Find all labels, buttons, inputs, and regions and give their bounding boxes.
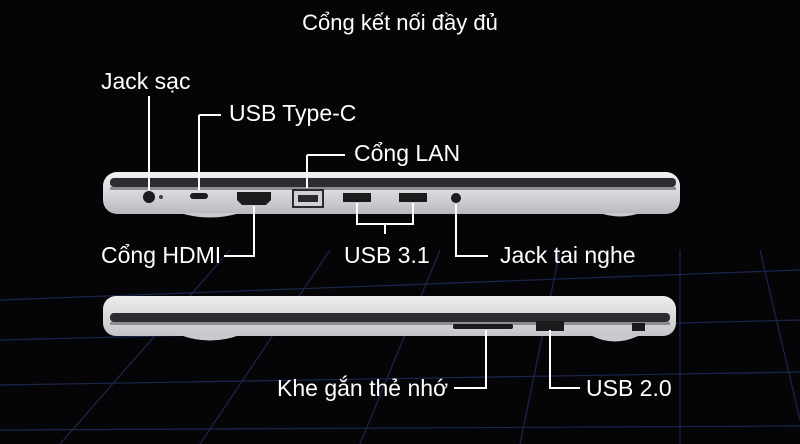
headphone-jack-port — [451, 193, 461, 203]
usb-3-1-port-b — [399, 193, 427, 202]
usb-c-port — [190, 193, 208, 199]
page-title: Cổng kết nối đầy đủ — [302, 10, 498, 35]
label-usb-2-0: USB 2.0 — [586, 375, 672, 401]
usb-3-1-port-a — [343, 193, 371, 202]
label-usb-type-c: USB Type-C — [229, 100, 357, 126]
hdmi-port — [237, 192, 271, 205]
laptop-side-right — [103, 296, 676, 342]
label-lan-port: Cổng LAN — [354, 140, 461, 166]
callout-lines — [148, 96, 580, 389]
label-hdmi-port: Cổng HDMI — [101, 242, 222, 268]
usb-2-0-port — [536, 321, 564, 331]
label-charging-jack: Jack sạc — [101, 68, 191, 94]
label-card-reader: Khe gắn thẻ nhớ — [277, 375, 449, 401]
lock-slot — [632, 323, 645, 331]
charging-jack-port — [143, 191, 155, 203]
background-grid — [0, 249, 800, 444]
card-reader-slot — [453, 324, 513, 329]
label-usb-3-1: USB 3.1 — [344, 242, 430, 268]
label-headphone-jack: Jack tai nghe — [500, 242, 636, 268]
laptop-side-left — [103, 172, 680, 218]
